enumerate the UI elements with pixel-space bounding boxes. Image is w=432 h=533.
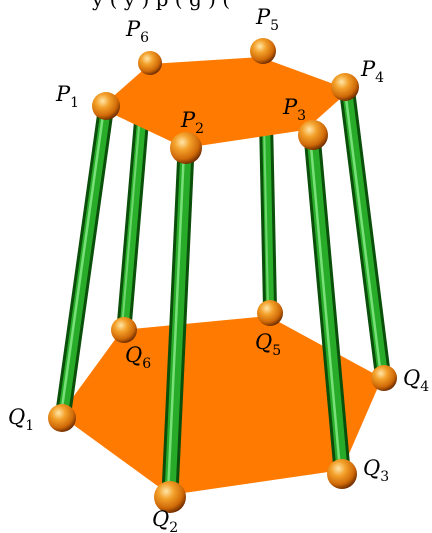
- label-p5: P5: [255, 5, 279, 34]
- joint-p6: [138, 51, 162, 75]
- joint-p2: [170, 132, 202, 164]
- joint-q6: [111, 317, 137, 343]
- label-q3: Q3: [363, 456, 389, 485]
- joint-p1: [92, 92, 120, 120]
- label-q5: Q5: [255, 330, 281, 359]
- label-q4: Q4: [403, 366, 429, 395]
- label-q1: Q1: [8, 405, 34, 434]
- label-p4: P4: [360, 57, 384, 86]
- label-p6: P6: [125, 17, 149, 46]
- label-p1: P1: [55, 82, 79, 111]
- front-legs: [55, 82, 391, 502]
- label-q6: Q6: [125, 343, 151, 372]
- joint-q1: [48, 404, 76, 432]
- point-labels: P6 P5 P4 P1 P2 P3 Q6 Q5 Q4 Q1 Q3 Q2: [8, 5, 429, 533]
- joint-p3: [298, 120, 328, 150]
- joint-p4: [331, 73, 359, 101]
- back-legs: [116, 95, 277, 336]
- caption-text: y ( y ) p ( g ) (: [91, 0, 230, 11]
- base-platform: [60, 316, 382, 495]
- joint-q5: [257, 300, 283, 326]
- top-platform: [100, 57, 350, 148]
- joint-q3: [327, 459, 357, 489]
- joint-q2: [154, 481, 186, 513]
- label-p3: P3: [282, 95, 306, 124]
- joint-q4: [371, 365, 397, 391]
- label-p2: P2: [180, 108, 204, 137]
- label-q2: Q2: [152, 507, 178, 533]
- joint-p5: [250, 38, 276, 64]
